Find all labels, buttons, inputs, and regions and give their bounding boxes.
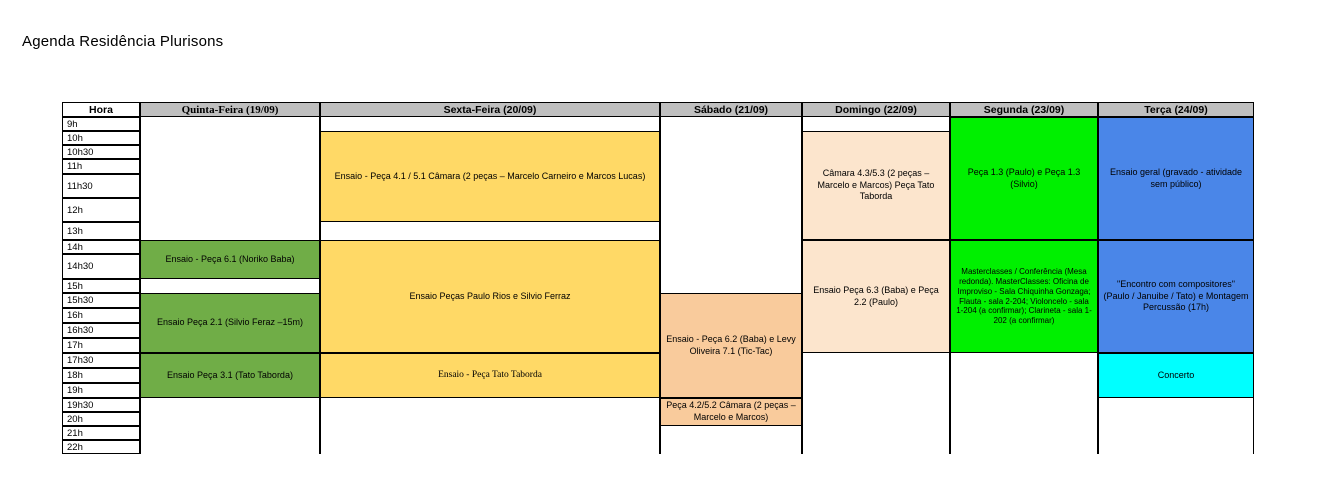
event-block[interactable]: Câmara 4.3/5.3 (2 peças – Marcelo e Marc… (802, 131, 950, 240)
time-label-20h: 20h (62, 412, 140, 426)
time-label-11h30: 11h30 (62, 174, 140, 198)
event-block[interactable]: Ensaio Peça 2.1 (Silvio Feraz –15m) (140, 293, 320, 353)
time-label-17h30: 17h30 (62, 353, 140, 368)
time-label-17h: 17h (62, 338, 140, 353)
column-header-segunda: Segunda (23/09) (950, 102, 1098, 117)
time-label-14h: 14h (62, 240, 140, 254)
time-label-18h: 18h (62, 368, 140, 383)
day-column-quinta (140, 117, 320, 454)
time-label-22h: 22h (62, 440, 140, 454)
time-label-15h30: 15h30 (62, 293, 140, 308)
column-header-hora: Hora (62, 102, 140, 117)
event-block[interactable]: Concerto (1098, 353, 1254, 398)
event-block[interactable]: Peça 1.3 (Paulo) e Peça 1.3 (Silvio) (950, 117, 1098, 240)
time-label-16h30: 16h30 (62, 323, 140, 338)
column-header-sexta: Sexta-Feira (20/09) (320, 102, 660, 117)
time-label-10h: 10h (62, 131, 140, 145)
time-label-19h: 19h (62, 383, 140, 398)
event-block[interactable]: Ensaio Peça 6.3 (Baba) e Peça 2.2 (Paulo… (802, 240, 950, 353)
event-block[interactable]: Peça 4.2/5.2 Câmara (2 peças – Marcelo e… (660, 398, 802, 426)
event-block[interactable]: "Encontro com compositores" (Paulo / Jan… (1098, 240, 1254, 353)
column-header-sabado: Sábado (21/09) (660, 102, 802, 117)
column-header-domingo: Domingo (22/09) (802, 102, 950, 117)
time-label-19h30: 19h30 (62, 398, 140, 412)
time-label-10h30: 10h30 (62, 145, 140, 159)
time-label-9h: 9h (62, 117, 140, 131)
event-block[interactable]: Ensaio - Peça 4.1 / 5.1 Câmara (2 peças … (320, 131, 660, 222)
time-label-11h: 11h (62, 159, 140, 174)
page-title: Agenda Residência Plurisons (22, 33, 224, 50)
event-block[interactable]: Ensaio - Peça Tato Taborda (320, 353, 660, 398)
event-block[interactable]: Ensaio - Peça 6.2 (Baba) e Levy Oliveira… (660, 293, 802, 398)
time-label-16h: 16h (62, 308, 140, 323)
time-label-15h: 15h (62, 279, 140, 293)
column-header-terca: Terça (24/09) (1098, 102, 1254, 117)
time-label-13h: 13h (62, 222, 140, 240)
event-block[interactable]: Ensaio Peças Paulo Rios e Silvio Ferraz (320, 240, 660, 353)
event-block[interactable]: Ensaio geral (gravado - atividade sem pú… (1098, 117, 1254, 240)
event-block[interactable]: Masterclasses / Conferência (Mesa redond… (950, 240, 1098, 353)
column-header-quinta: Quinta-Feira (19/09) (140, 102, 320, 117)
event-block[interactable]: Ensaio Peça 3.1 (Tato Taborda) (140, 353, 320, 398)
time-label-21h: 21h (62, 426, 140, 440)
time-label-12h: 12h (62, 198, 140, 222)
event-block[interactable]: Ensaio - Peça 6.1 (Noriko Baba) (140, 240, 320, 279)
time-label-14h30: 14h30 (62, 254, 140, 279)
